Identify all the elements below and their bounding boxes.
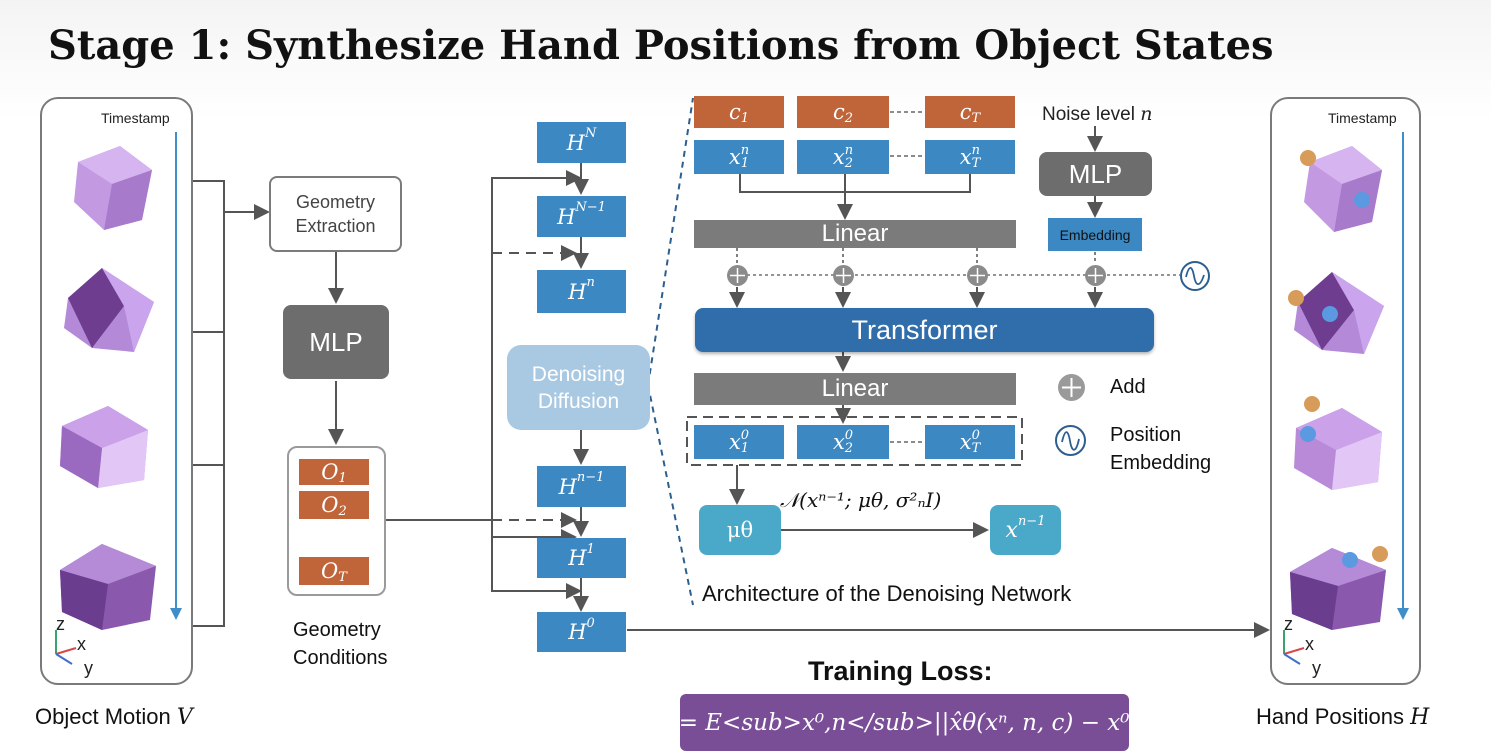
axis-label-y: y [1312,658,1321,678]
transformer-box: Transformer [695,308,1154,352]
axes-icon [55,630,77,665]
add-node [967,265,988,286]
cube-with-hands-image [1290,546,1388,630]
position-embedding-legend-label: Position Embedding [1110,424,1212,474]
timestamp-arrow [170,132,182,620]
position-embedding-legend-icon [1055,425,1086,456]
timestamp-arrow [1397,132,1409,620]
gaussian-label: 𝒩(xⁿ⁻¹; μθ, σ²ₙI) [780,488,942,512]
noise-level-label: Noise level n [1042,103,1153,125]
training-loss-formula: ℒ = E<sub>x⁰,n</sub>||x̂θ(xⁿ, n, c) − x⁰… [654,709,1155,736]
denoising-diffusion-box: Denoising Diffusion [507,345,650,430]
cube-with-hands-image [1300,146,1382,232]
geometry-extraction-box: Geometry Extraction [269,176,402,252]
axis-label-y: y [84,658,93,678]
training-loss-label: Training Loss: [808,656,993,686]
hand-positions-caption: Hand Positions H [1256,704,1430,730]
axes-icon [1283,630,1305,665]
mlp-left-box: MLP [283,305,389,379]
architecture-caption: Architecture of the Denoising Network [702,581,1072,606]
linear-bottom-box: Linear [694,373,1016,405]
slide-title: Stage 1: Synthesize Hand Positions from … [48,22,1274,69]
training-loss-box: ℒ = E<sub>x⁰,n</sub>||x̂θ(xⁿ, n, c) − x⁰… [655,694,1154,751]
add-legend-icon [1058,374,1085,401]
embedding-box: Embedding [1048,218,1142,251]
mlp-noise-box: MLP [1039,152,1152,196]
add-node [1085,265,1106,286]
cube-image [60,406,148,488]
mu-theta-box: μθ [699,505,781,555]
cube-image [74,146,152,230]
add-legend-label: Add [1110,376,1146,398]
axis-label-x: x [77,634,86,654]
axis-label-z: z [56,614,65,634]
axis-label-z: z [1284,614,1293,634]
axis-label-x: x [1305,634,1314,654]
cube-with-hands-image [1294,396,1382,490]
cube-image [60,544,156,630]
timestamp-label: Timestamp [101,110,170,126]
cube-with-hands-image [1288,272,1384,354]
position-embedding-icon [1180,261,1210,291]
timestamp-label: Timestamp [1328,110,1397,126]
add-node [833,265,854,286]
linear-top-box: Linear [694,220,1016,248]
add-node [727,265,748,286]
object-motion-caption: Object Motion V [35,704,193,730]
geometry-conditions-caption: Geometry Conditions [293,619,388,669]
cube-image [64,268,154,352]
